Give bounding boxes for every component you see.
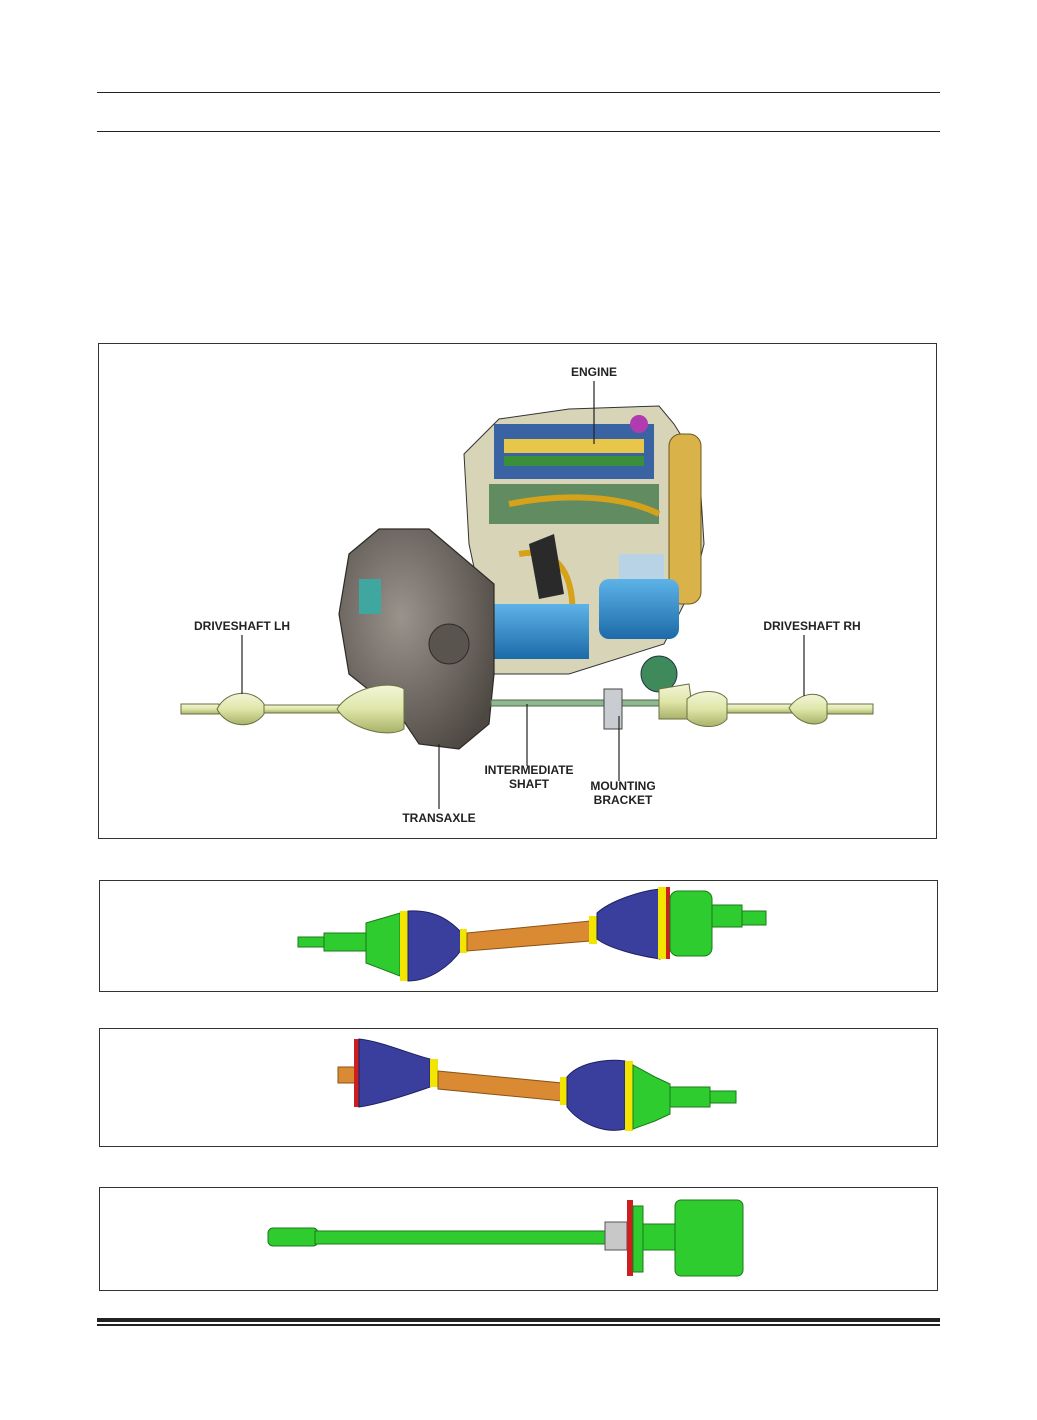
label-mounting-bracket-line2: BRACKET <box>594 793 653 807</box>
footer-rule-thin <box>97 1324 940 1326</box>
header-rule-bottom <box>97 131 940 132</box>
driveshaft-assembly-1 <box>297 887 767 982</box>
driveshaft-lh <box>180 684 405 734</box>
driveshaft-illustration-2 <box>99 1028 938 1147</box>
label-intermediate-shaft-line2: SHAFT <box>509 777 550 791</box>
powertrain-figure: ENGINE DRIVESHAFT LH DRIVESHAFT RH INTER… <box>98 343 937 839</box>
label-intermediate-shaft-line1: INTERMEDIATE <box>484 763 573 777</box>
driveshaft-rh <box>658 683 874 727</box>
label-engine: ENGINE <box>571 365 617 379</box>
label-driveshaft-rh: DRIVESHAFT RH <box>763 619 860 633</box>
leader-lines <box>241 381 805 809</box>
mounting-bracket <box>603 688 623 730</box>
engine-body <box>463 405 705 693</box>
label-driveshaft-lh: DRIVESHAFT LH <box>194 619 290 633</box>
intermediate-shaft-illustration <box>99 1187 938 1291</box>
driveshaft-illustration-1 <box>99 880 938 992</box>
header-rule-top <box>97 92 940 93</box>
powertrain-illustration: ENGINE DRIVESHAFT LH DRIVESHAFT RH INTER… <box>180 365 874 825</box>
label-transaxle: TRANSAXLE <box>402 811 475 825</box>
label-mounting-bracket-line1: MOUNTING <box>590 779 655 793</box>
footer-rule-thick <box>97 1318 940 1322</box>
intermediate-shaft <box>490 699 662 707</box>
intermediate-shaft-assembly <box>267 1199 744 1277</box>
driveshaft-assembly-2 <box>337 1038 737 1131</box>
